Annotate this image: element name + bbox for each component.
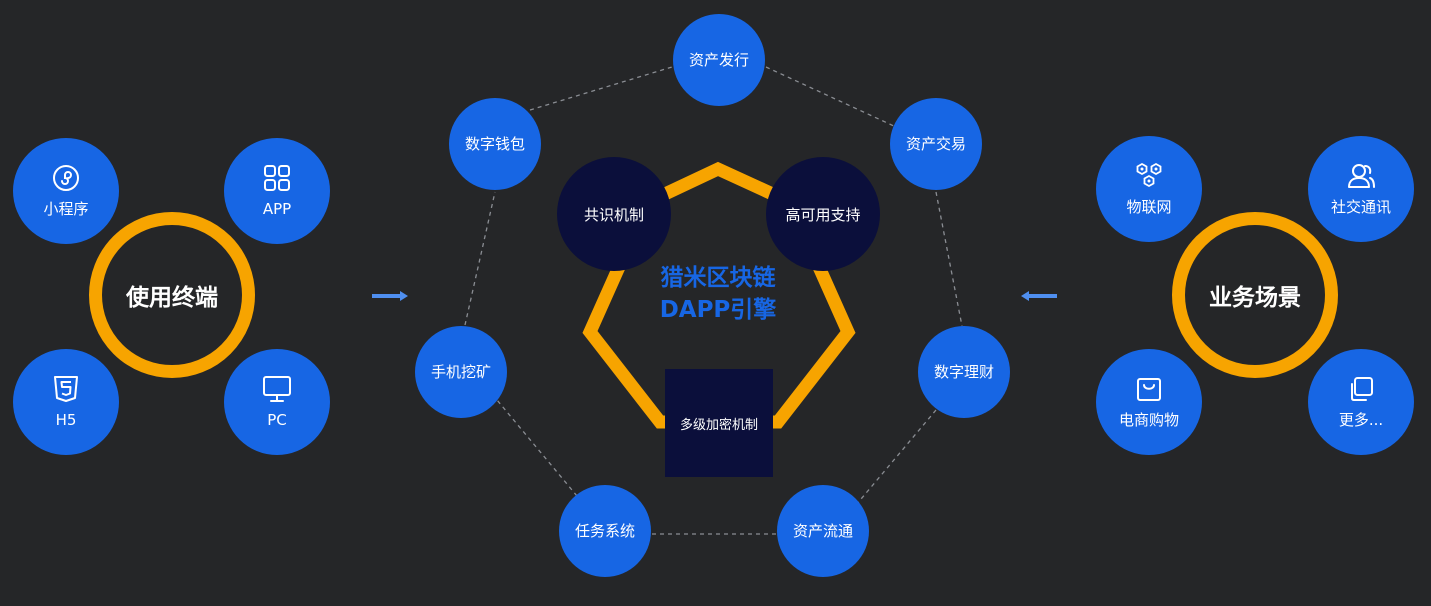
scenario-node-social[interactable]: 社交通讯 — [1308, 136, 1414, 242]
scenario-node-ecommerce[interactable]: 电商购物 — [1096, 349, 1202, 455]
feature-node-label: 任务系统 — [574, 522, 635, 540]
core-consensus-label: 共识机制 — [583, 205, 644, 224]
core-multilevel-encryption-label: 多级加密机制 — [679, 417, 758, 433]
feature-node-asset-trade[interactable]: 资产交易 — [890, 98, 982, 190]
shopping-bag-icon — [1137, 378, 1161, 401]
feature-node-label: 手机挖矿 — [430, 363, 491, 381]
left-hub-title: 使用终端 — [126, 285, 218, 311]
feature-node-asset-issue[interactable]: 资产发行 — [673, 14, 765, 106]
terminal-node-label: H5 — [55, 411, 77, 429]
scenario-node-more[interactable]: 更多... — [1308, 349, 1414, 455]
feature-node-digital-wallet[interactable]: 数字钱包 — [449, 98, 541, 190]
app-grid-icon — [264, 165, 290, 191]
engine-title-line1: 猎米区块链 — [660, 265, 776, 291]
feature-node-label: 资产流通 — [792, 522, 853, 540]
feature-node-label: 资产发行 — [688, 51, 749, 69]
scenario-node-label: 社交通讯 — [1330, 198, 1391, 216]
feature-node-label: 数字钱包 — [464, 135, 525, 153]
connector-task-mining — [496, 399, 578, 497]
terminal-node-h5[interactable]: H5 — [13, 349, 119, 455]
html5-icon — [54, 376, 78, 402]
core-multilevel-encryption: 多级加密机制 — [665, 369, 773, 477]
iot-hexagons-icon — [1136, 162, 1162, 188]
terminal-node-label: APP — [262, 200, 292, 218]
users-icon — [1348, 164, 1375, 188]
mini-program-icon — [53, 165, 79, 191]
connector-wallet-issue — [529, 66, 673, 111]
arrow-right-to-center — [1021, 291, 1057, 301]
feature-node-digital-finance[interactable]: 数字理财 — [918, 326, 1010, 418]
feature-node-label: 数字理财 — [933, 363, 994, 381]
scenario-node-label: 电商购物 — [1118, 411, 1179, 429]
feature-node-asset-circulation[interactable]: 资产流通 — [777, 485, 869, 577]
connector-finance-circulation — [855, 409, 937, 506]
terminal-node-label: PC — [267, 411, 287, 429]
core-high-availability-label: 高可用支持 — [785, 205, 861, 224]
feature-node-mobile-mining[interactable]: 手机挖矿 — [415, 326, 507, 418]
right-hub-title: 业务场景 — [1209, 285, 1301, 311]
connector-issue-trade — [765, 66, 897, 128]
scenario-node-iot[interactable]: 物联网 — [1096, 136, 1202, 242]
connector-trade-finance — [935, 191, 963, 327]
scenario-node-label: 更多... — [1338, 411, 1384, 429]
core-consensus: 共识机制 — [557, 157, 671, 271]
left-hub-ring: 使用终端 — [89, 212, 255, 378]
feature-node-label: 资产交易 — [905, 135, 966, 153]
terminal-node-pc[interactable]: PC — [224, 349, 330, 455]
copy-icon — [1351, 377, 1373, 401]
terminal-node-mini-program[interactable]: 小程序 — [13, 138, 119, 244]
terminal-node-label: 小程序 — [43, 200, 89, 218]
scenario-node-label: 物联网 — [1126, 198, 1172, 216]
terminal-node-app[interactable]: APP — [224, 138, 330, 244]
right-hub-ring: 业务场景 — [1172, 212, 1338, 378]
arrow-left-to-center — [372, 291, 408, 301]
feature-node-task-system[interactable]: 任务系统 — [559, 485, 651, 577]
engine-title-line2: DAPP引擎 — [659, 297, 777, 323]
monitor-icon — [263, 376, 291, 402]
connector-mining-wallet — [464, 191, 496, 326]
core-high-availability: 高可用支持 — [766, 157, 880, 271]
engine-title: 猎米区块链 DAPP引擎 — [628, 262, 808, 326]
